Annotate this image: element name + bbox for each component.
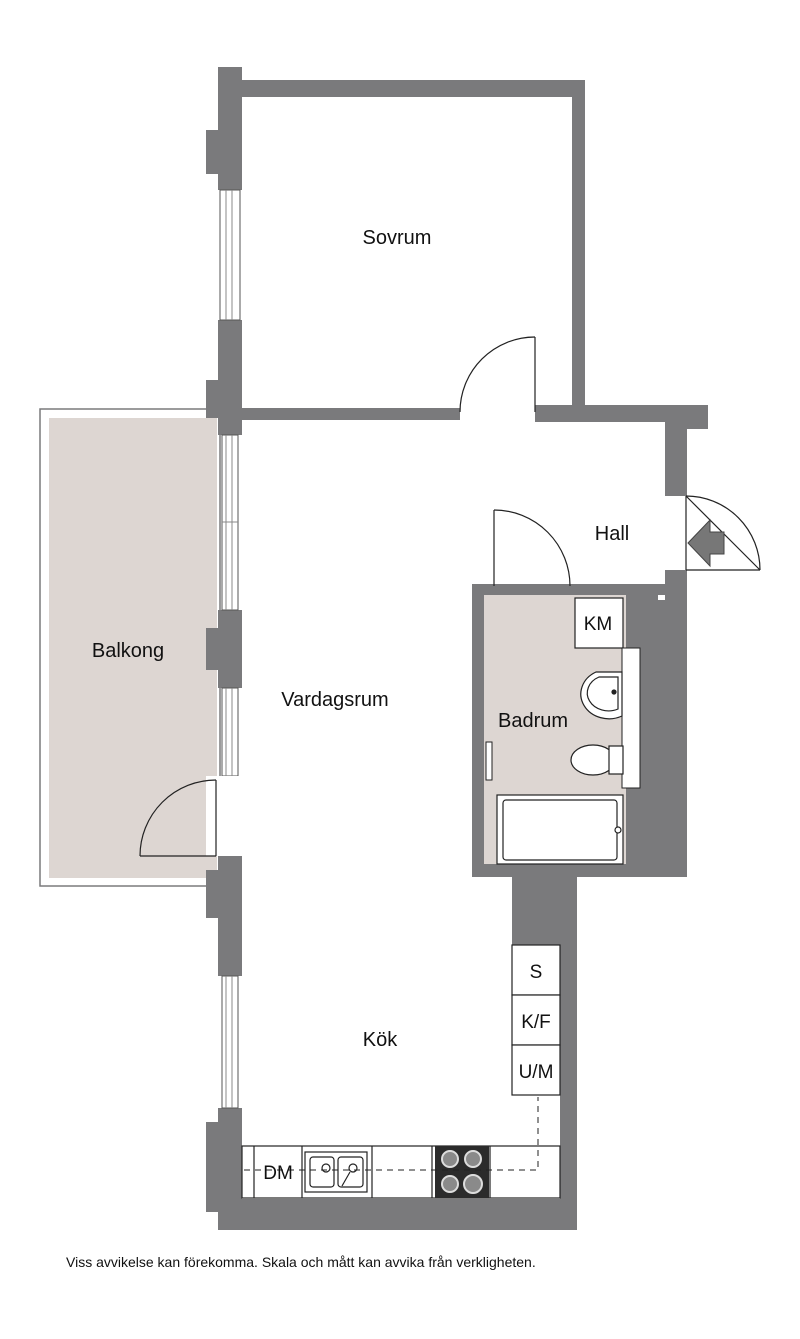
balcony-door [139, 779, 217, 857]
room-label-hall: Hall [595, 523, 629, 545]
disclaimer-note: Viss avvikelse kan förekomma. Skala och … [66, 1254, 536, 1270]
kitchen-appliances [511, 944, 561, 1096]
entrance-arrow-icon [687, 518, 725, 568]
room-label-vardagsrum: Vardagsrum [281, 689, 388, 711]
bathtub-icon [496, 794, 624, 865]
balcony-floor-fill [49, 418, 217, 878]
room-label-kok: Kök [363, 1029, 398, 1051]
bathroom-counter [621, 647, 641, 789]
bedroom-door [459, 336, 536, 413]
stove-icon [435, 1146, 489, 1198]
room-label-badrum: Badrum [498, 710, 568, 732]
label-um: U/M [519, 1062, 554, 1083]
room-label-balkong: Balkong [92, 640, 164, 662]
room-label-sovrum: Sovrum [363, 227, 432, 249]
kitchen-counter [241, 1145, 561, 1199]
label-dm: DM [263, 1163, 293, 1184]
window-panes [222, 190, 238, 1108]
label-kf: K/F [521, 1012, 551, 1033]
label-s: S [530, 962, 543, 983]
washbasin-icon [580, 671, 623, 720]
sink-icon [304, 1151, 368, 1193]
balcony-door-opening [206, 776, 244, 856]
bathroom-door [493, 509, 571, 587]
label-km: KM [584, 614, 613, 635]
upper-cabinet-line [244, 1097, 539, 1171]
toilet-icon [570, 744, 624, 776]
bathroom-radiator [485, 741, 493, 781]
washing-machine-box [574, 597, 624, 649]
walls [206, 67, 708, 1230]
